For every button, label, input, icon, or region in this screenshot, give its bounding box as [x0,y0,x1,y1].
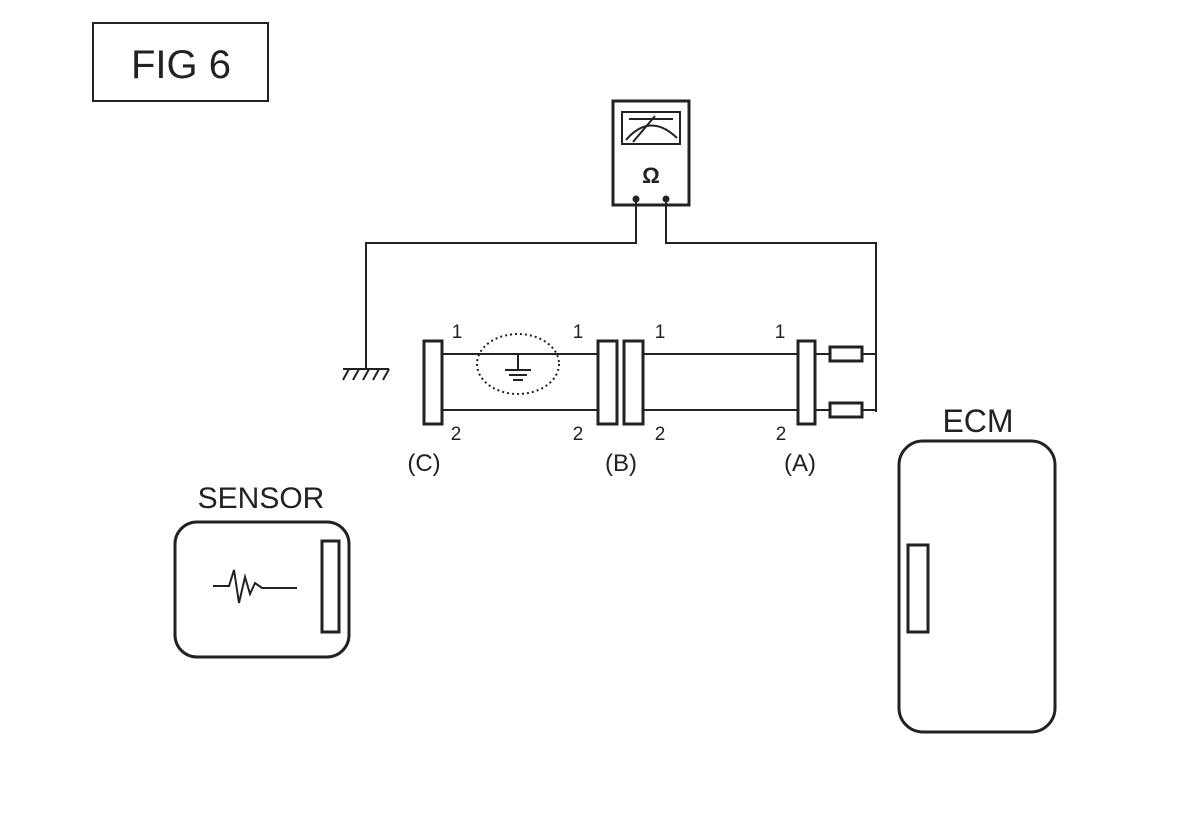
connector-b-label: (B) [605,450,637,477]
connector-b-pin-2: 2 [655,424,666,445]
sensor-label: SENSOR [198,482,325,515]
ecm-label: ECM [942,403,1013,439]
probe-pin-1 [828,345,864,363]
meter-display [621,111,681,145]
connector-a: 1 2 (A) [775,322,817,477]
connector-b-harness-pin-2: 2 [573,424,584,445]
probe-lead [665,199,877,412]
ecm-connector [906,543,930,634]
meter-scale-arc [625,124,678,141]
connector-b-harness-pin-1: 1 [573,322,584,343]
harness-wires [442,353,876,411]
ohmmeter: Ω [611,99,691,207]
waveform-icon [213,569,297,604]
test-probes [828,345,864,419]
ecm-unit: ECM [897,403,1057,734]
ground-lead [365,199,637,362]
sensor-unit: SENSOR [173,482,351,659]
sensor-connector [320,539,341,634]
connector-a-label: (A) [784,450,816,477]
ohm-symbol: Ω [642,163,660,188]
connector-c-pin-1: 1 [452,322,463,343]
short-to-ground-indicator [476,333,560,395]
connector-a-pin-2: 2 [776,424,787,445]
connector-b: 1 2 1 2 (B) [573,322,666,477]
meter-needle [632,115,656,143]
ground-symbol [342,362,390,381]
figure-label: FIG 6 [131,43,231,87]
probe-pin-2 [828,401,864,419]
meter-leads [365,199,877,412]
connector-a-pin-1: 1 [775,322,786,343]
connector-c-label: (C) [407,450,440,477]
connector-c: 1 2 (C) [407,322,462,477]
connector-b-pin-1: 1 [655,322,666,343]
connector-c-pin-2: 2 [451,424,462,445]
figure-label-box: FIG 6 [92,22,269,102]
